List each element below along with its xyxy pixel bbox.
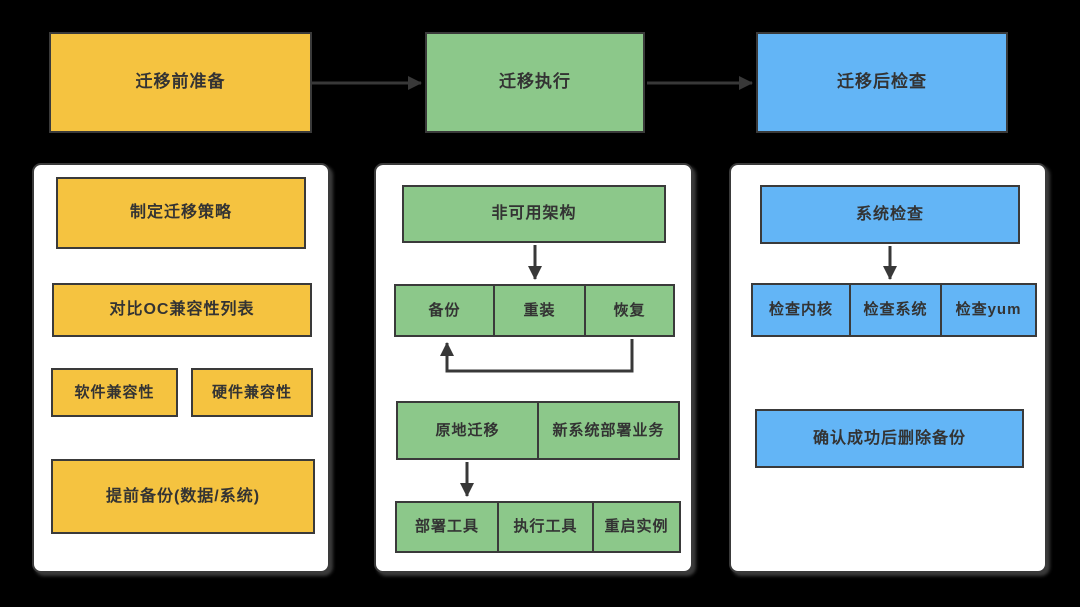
node-restore: 恢复	[584, 284, 675, 337]
node-exec-tool: 执行工具	[497, 501, 594, 553]
header-post-migration-check: 迁移后检查	[756, 32, 1008, 133]
node-check-system: 检查系统	[849, 283, 942, 337]
node-restart-instance: 重启实例	[592, 501, 681, 553]
migration-mode-row: 原地迁移 新系统部署业务	[396, 401, 680, 460]
node-backup: 备份	[394, 284, 495, 337]
pre-migration-panel: 制定迁移策略 对比OC兼容性列表 软件兼容性 硬件兼容性 提前备份(数据/系统)	[32, 163, 330, 573]
node-new-system-deploy: 新系统部署业务	[537, 401, 680, 460]
node-system-check: 系统检查	[760, 185, 1020, 244]
node-hardware-compat: 硬件兼容性	[191, 368, 313, 417]
node-delete-backup: 确认成功后删除备份	[755, 409, 1024, 468]
header-migration-exec: 迁移执行	[425, 32, 645, 133]
node-strategy: 制定迁移策略	[56, 177, 306, 249]
node-non-available-arch: 非可用架构	[402, 185, 666, 243]
tools-row: 部署工具 执行工具 重启实例	[395, 501, 681, 553]
backup-reinstall-restore-row: 备份 重装 恢复	[394, 284, 675, 337]
node-check-yum: 检查yum	[940, 283, 1037, 337]
node-inplace-migration: 原地迁移	[396, 401, 539, 460]
node-compat-list: 对比OC兼容性列表	[52, 283, 312, 337]
post-check-panel: 系统检查 检查内核 检查系统 检查yum 确认成功后删除备份	[729, 163, 1047, 573]
node-reinstall: 重装	[493, 284, 586, 337]
header-pre-migration: 迁移前准备	[49, 32, 312, 133]
node-check-kernel: 检查内核	[751, 283, 851, 337]
node-deploy-tool: 部署工具	[395, 501, 499, 553]
check-items-row: 检查内核 检查系统 检查yum	[751, 283, 1037, 337]
node-backup-advance: 提前备份(数据/系统)	[51, 459, 315, 534]
node-software-compat: 软件兼容性	[51, 368, 178, 417]
migration-exec-panel: 非可用架构 备份 重装 恢复 原地迁移 新系统部署业务 部署工具 执行工具 重启…	[374, 163, 693, 573]
